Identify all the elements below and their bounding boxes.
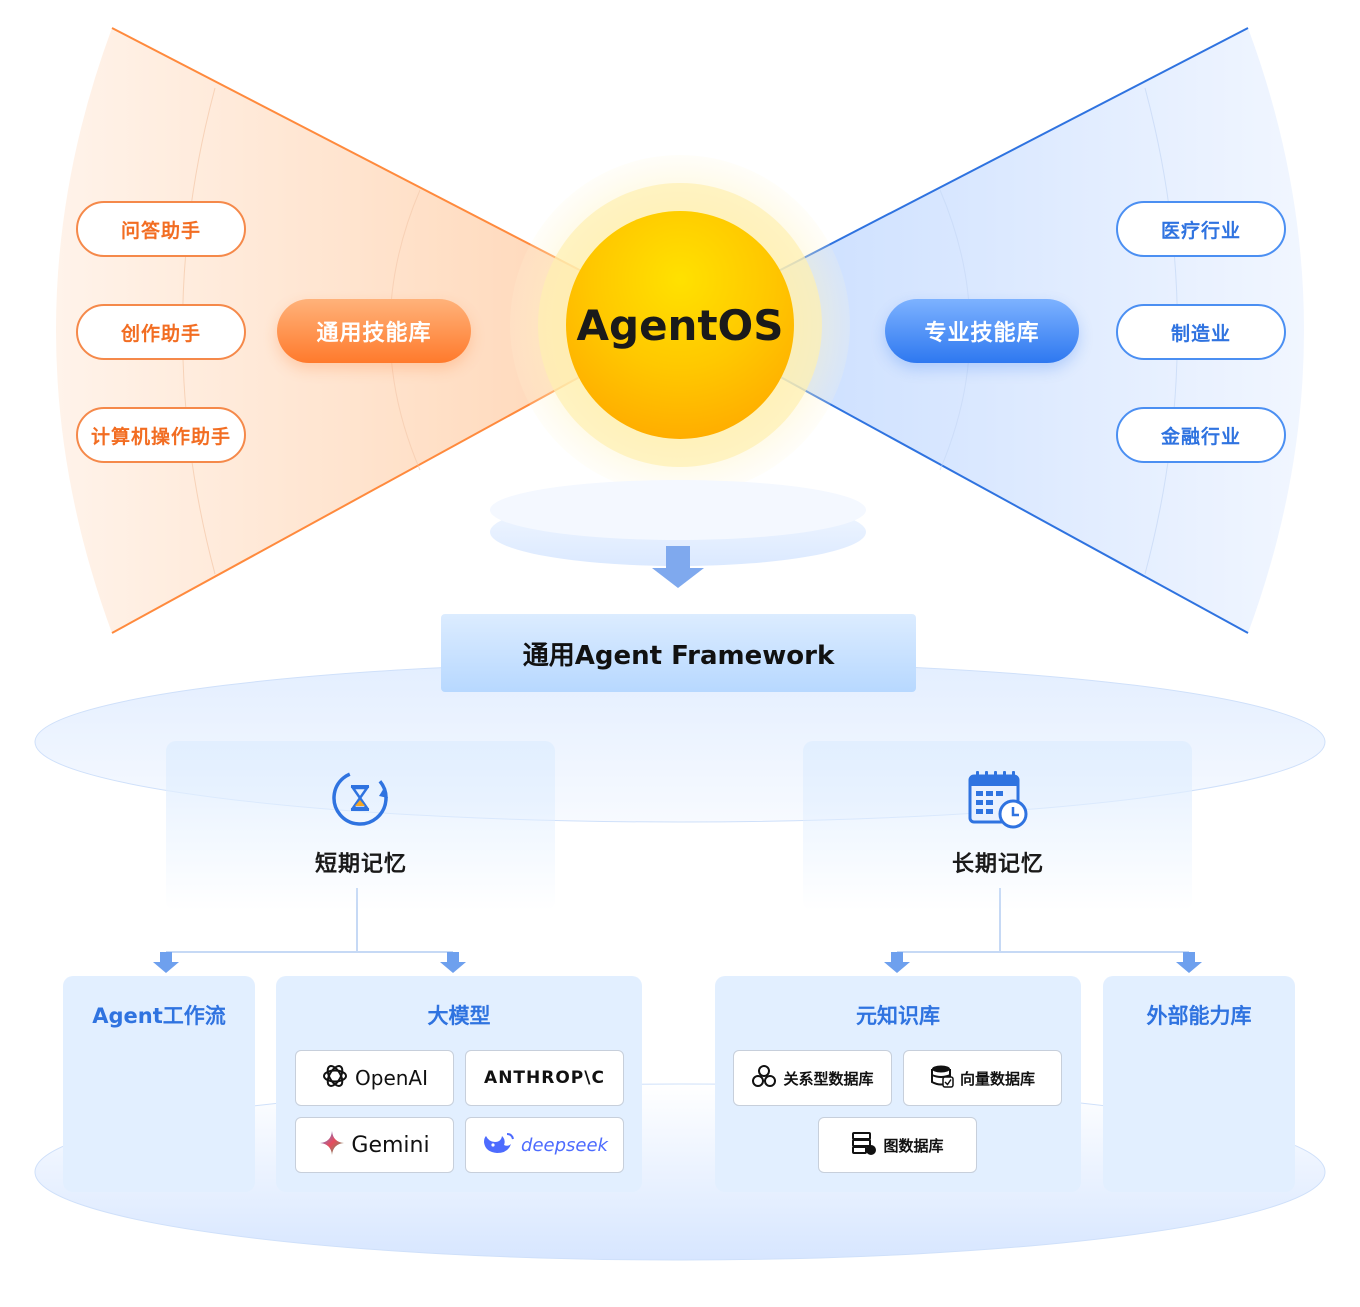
server-icon: [851, 1131, 877, 1159]
database-icon: [930, 1064, 954, 1092]
short-term-memory-title: 短期记忆: [314, 852, 407, 877]
agent-workflow-box: Agent工作流: [63, 976, 255, 1192]
long-term-memory-title: 长期记忆: [951, 852, 1044, 877]
model-chip-gemini[interactable]: Gemini: [295, 1117, 454, 1173]
external-capability-library-title: 外部能力库: [1146, 1004, 1252, 1028]
large-model-box: 大模型 OpenAI ANTHROP\C Gemini: [276, 976, 642, 1192]
skill-item-creation-assistant[interactable]: 创作助手: [76, 304, 246, 360]
hourglass-clock-icon: [330, 768, 390, 828]
professional-skill-library-label[interactable]: 专业技能库: [885, 299, 1079, 363]
down-arrow-icon: [652, 546, 704, 588]
calendar-clock-icon: [968, 770, 1030, 830]
openai-logo-icon: [321, 1062, 349, 1094]
large-model-title: 大模型: [427, 1004, 491, 1028]
industry-item-medical[interactable]: 医疗行业: [1116, 201, 1286, 257]
cubes-icon: [751, 1064, 777, 1092]
industry-item-finance[interactable]: 金融行业: [1116, 407, 1286, 463]
gemini-sparkle-icon: [319, 1130, 345, 1160]
model-chip-anthropic[interactable]: ANTHROP\C: [465, 1050, 624, 1106]
db-chip-vector[interactable]: 向量数据库: [903, 1050, 1062, 1106]
deepseek-whale-icon: [481, 1130, 515, 1160]
short-term-memory-card: [166, 741, 555, 911]
skill-item-qa-assistant[interactable]: 问答助手: [76, 201, 246, 257]
db-chip-graph[interactable]: 图数据库: [818, 1117, 977, 1173]
long-term-memory-card: [803, 741, 1192, 911]
db-chip-relational[interactable]: 关系型数据库: [733, 1050, 892, 1106]
model-chip-deepseek[interactable]: deepseek: [465, 1117, 624, 1173]
external-capability-library-box: 外部能力库: [1103, 976, 1295, 1192]
agent-workflow-title: Agent工作流: [92, 1004, 226, 1028]
skill-item-computer-operation-assistant[interactable]: 计算机操作助手: [76, 407, 246, 463]
meta-knowledge-base-title: 元知识库: [856, 1004, 940, 1028]
model-chip-openai[interactable]: OpenAI: [295, 1050, 454, 1106]
general-skill-library-label[interactable]: 通用技能库: [277, 299, 471, 363]
agentos-core: AgentOS: [566, 211, 794, 439]
agent-framework-banner: 通用Agent Framework: [441, 614, 916, 692]
industry-item-manufacturing[interactable]: 制造业: [1116, 304, 1286, 360]
meta-knowledge-base-box: 元知识库 关系型数据库 向量数据库 图数据库: [715, 976, 1081, 1192]
